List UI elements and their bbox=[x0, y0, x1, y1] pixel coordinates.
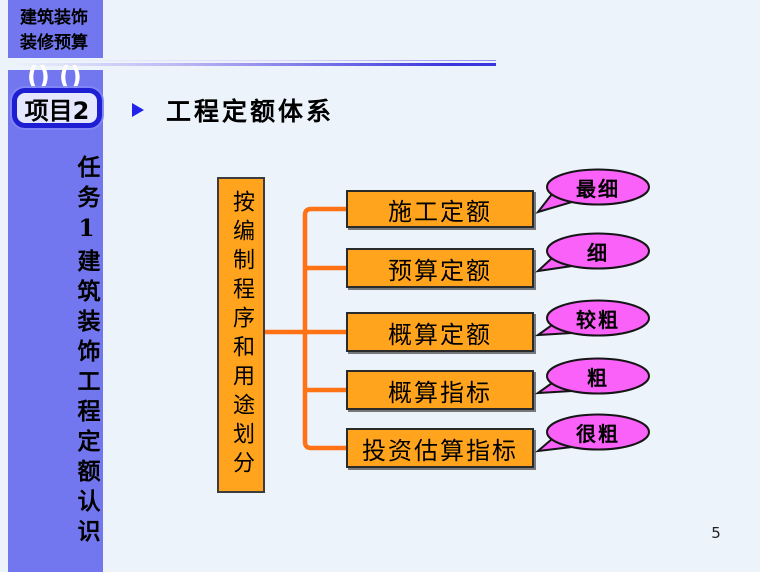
bubble-label-finest: 最细 bbox=[576, 176, 620, 201]
title-row: 工程定额体系 bbox=[132, 92, 334, 128]
bubble-label-very-coarse: 很粗 bbox=[576, 421, 620, 446]
binder-ring-icon: () bbox=[59, 61, 82, 92]
bullet-triangle-icon bbox=[132, 103, 144, 117]
course-title-box: 建筑装饰 装修预算 bbox=[8, 0, 103, 58]
page-number: 5 bbox=[711, 524, 721, 542]
divider-hairline bbox=[8, 60, 496, 61]
bubble-label-coarser: 较粗 bbox=[576, 307, 620, 332]
quota-box-investment-index: 投资估算指标 bbox=[346, 428, 534, 468]
course-title-line1: 建筑装饰 bbox=[20, 8, 88, 28]
sidebar-task-label: 任务1建筑装饰工程定额认识 bbox=[73, 155, 100, 549]
quota-box-budget: 预算定额 bbox=[346, 248, 534, 288]
divider-line bbox=[8, 63, 496, 66]
sidebar bbox=[8, 70, 103, 572]
quota-box-estimate-index: 概算指标 bbox=[346, 370, 534, 410]
bubble-label-coarse: 粗 bbox=[587, 365, 609, 390]
binder-ring-icon: () bbox=[27, 61, 50, 92]
course-title-line2: 装修预算 bbox=[20, 33, 88, 53]
slide-title: 工程定额体系 bbox=[166, 97, 335, 126]
bubble-label-fine: 细 bbox=[587, 240, 609, 265]
quota-box-approx-estimate: 概算定额 bbox=[346, 312, 534, 352]
category-box: 按编制程序和用途划分 bbox=[217, 177, 265, 493]
project-badge: 项目2 bbox=[12, 88, 102, 128]
quota-box-construction: 施工定额 bbox=[346, 190, 534, 228]
